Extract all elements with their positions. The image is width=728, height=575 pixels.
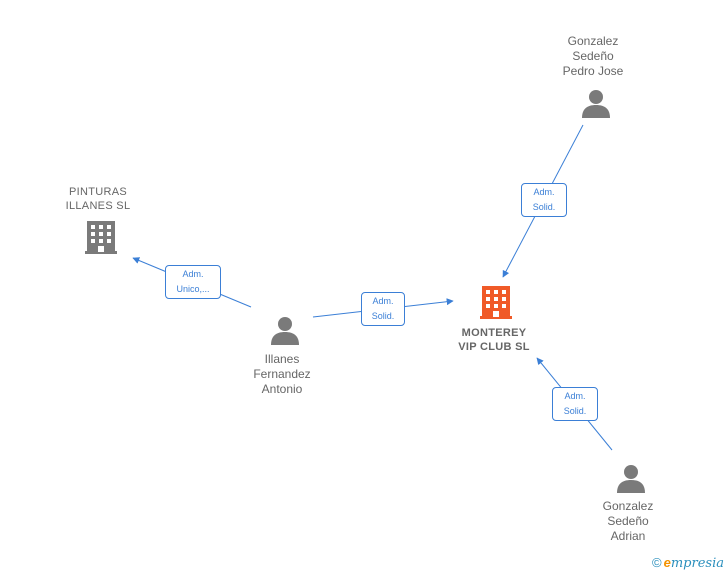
node-label-monterey[interactable]: MONTEREY VIP CLUB SL (458, 327, 530, 353)
node-label-pedro[interactable]: Gonzalez Sedeño Pedro Jose (562, 34, 624, 78)
edge-label-illanes-pinturas: Adm. Unico,... (165, 265, 221, 299)
brand-initial: e (663, 555, 671, 570)
person-icon[interactable] (271, 317, 299, 345)
person-icon[interactable] (617, 465, 645, 493)
node-label-pinturas[interactable]: PINTURAS ILLANES SL (65, 186, 131, 212)
node-label-illanes[interactable]: Illanes Fernandez Antonio (253, 352, 311, 396)
edge-label-pedro-monterey: Adm. Solid. (521, 183, 567, 217)
copyright-icon: © (652, 555, 662, 570)
edge-label-illanes-monterey: Adm. Solid. (361, 292, 405, 326)
brand-logo: ©empresia (652, 555, 724, 571)
brand-name: mpresia (670, 556, 724, 571)
person-icon[interactable] (582, 90, 610, 118)
edge-label-adrian-monterey: Adm. Solid. (552, 387, 598, 421)
node-label-adrian[interactable]: Gonzalez Sedeño Adrian (602, 499, 654, 543)
building-icon[interactable] (480, 286, 512, 319)
building-icon[interactable] (85, 221, 117, 254)
